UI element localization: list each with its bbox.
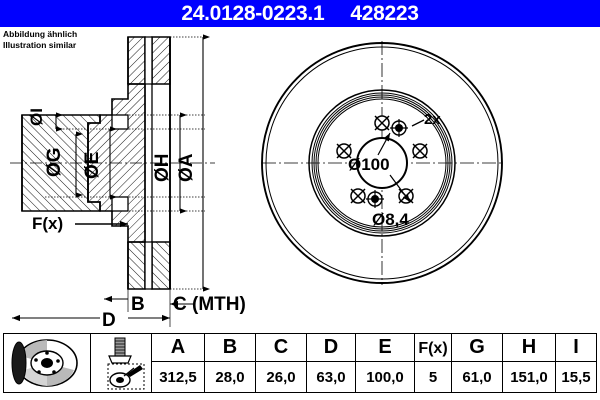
bolt-hole [412, 143, 428, 159]
dimension-D: D [12, 310, 170, 331]
callout-holes-count: 2x [411, 111, 441, 128]
hat-outer-2 [313, 94, 451, 232]
label-dia-H: ØH [152, 154, 173, 183]
label-dim-D: D [102, 310, 116, 331]
label-dim-C: C (MTH) [173, 294, 246, 315]
col-header-G: G [451, 333, 503, 362]
label-pitch-circle: Ø100 [348, 155, 390, 174]
center-bore [356, 137, 408, 189]
dimension-C: C (MTH) [170, 294, 246, 315]
article-number: 428223 [350, 2, 419, 25]
technical-drawing: ØI ØG ØE ØH [0, 27, 600, 332]
section-upper-ring [127, 36, 171, 85]
bolt-hole [350, 188, 366, 204]
label-holes-count: 2x [424, 111, 441, 128]
value-C: 26,0 [255, 361, 307, 393]
bolt-hole [374, 115, 390, 131]
section-lower-ring [127, 241, 171, 290]
notice-line-de: Abbildung ähnlich [3, 29, 78, 39]
dimension-dia-I: ØI [27, 108, 63, 132]
dimension-dia-G: ØG [44, 131, 83, 198]
hat-outer-3 [315, 96, 449, 230]
bolt-hole [336, 143, 352, 159]
table-header-row: A B C D E F(x) G H I [3, 333, 597, 393]
col-header-H: H [502, 333, 556, 362]
locating-holes [366, 119, 408, 208]
section-bolt-pockets [111, 114, 129, 212]
disc-outer-edge [261, 42, 503, 284]
callout-hole-diameter: Ø8,4 [372, 174, 411, 229]
value-I: 15,5 [555, 361, 597, 393]
value-A: 312,5 [151, 361, 205, 393]
section-view: ØI ØG ØE ØH [10, 34, 246, 331]
dimension-dia-A: ØA [176, 34, 210, 292]
col-header-E: E [355, 333, 415, 362]
notice-line-en: Illustration similar [3, 39, 77, 50]
hat-outer-4 [317, 98, 447, 228]
locating-hole [366, 190, 384, 208]
title-bar: 24.0128-0223.1 428223 [0, 0, 600, 27]
label-dia-G: ØG [44, 147, 65, 177]
value-B: 28,0 [204, 361, 256, 393]
callout-pitch-circle: Ø100 [348, 132, 391, 174]
col-header-D: D [306, 333, 356, 362]
col-header-B: B [204, 333, 256, 362]
hat-outer-1 [311, 92, 453, 234]
callout-force: F(x) [32, 214, 128, 233]
specification-table: A B C D E F(x) G H I 312,5 28,0 26,0 63,… [3, 333, 597, 393]
label-force: F(x) [32, 214, 63, 233]
label-hole-diameter: Ø8,4 [372, 210, 409, 229]
col-header-Fx: F(x) [414, 333, 452, 362]
value-H: 151,0 [502, 361, 556, 393]
col-header-I: I [555, 333, 597, 362]
illustration-notice: Abbildung ähnlich Illustration similar [3, 29, 77, 50]
disc-outer-inner-edge [265, 46, 499, 280]
label-dia-E: ØE [82, 152, 103, 179]
label-dim-B: B [131, 294, 145, 315]
col-header-Fx-text: F(x) [418, 340, 448, 357]
friction-ring-inner [308, 89, 456, 237]
label-dia-A: ØA [176, 153, 197, 182]
face-view: 2x Ø100 Ø8,4 [261, 41, 503, 285]
value-D: 63,0 [306, 361, 356, 393]
table-value-row: 312,5 28,0 26,0 63,0 100,0 5 61,0 151,0 … [4, 361, 597, 393]
dimension-dia-E: ØE [82, 126, 117, 200]
col-header-A: A [151, 333, 205, 362]
part-number: 24.0128-0223.1 [181, 2, 325, 25]
brake-disc-icon [3, 333, 91, 393]
bolt-and-tool-icon [90, 333, 152, 393]
bolt-glyph [108, 337, 132, 364]
locating-hole [390, 119, 408, 137]
tool-glyph [107, 363, 145, 390]
dimension-B: B [104, 289, 171, 327]
value-E: 100,0 [355, 361, 415, 393]
value-G: 61,0 [451, 361, 503, 393]
label-dia-I: ØI [27, 108, 46, 126]
wheel-bolt-holes [336, 115, 428, 204]
value-Fx: 5 [414, 361, 452, 393]
dimension-dia-H: ØH [152, 112, 187, 214]
col-header-C: C [255, 333, 307, 362]
